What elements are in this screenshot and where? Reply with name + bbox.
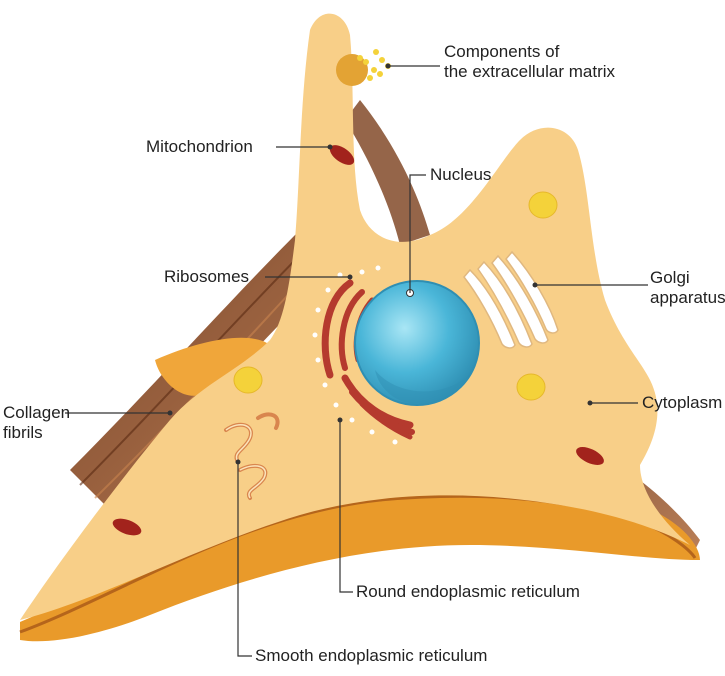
label-golgi-line2: apparatus — [650, 288, 725, 308]
label-extracellular-matrix-line2: the extracellular matrix — [444, 62, 615, 82]
label-golgi-line1: Golgi — [650, 268, 725, 288]
label-cytoplasm: Cytoplasm — [642, 393, 722, 413]
label-nucleus: Nucleus — [430, 165, 491, 185]
label-extracellular-matrix-line1: Components of — [444, 42, 615, 62]
nucleus — [355, 281, 479, 405]
label-collagen: Collagen fibrils — [3, 403, 70, 443]
label-ribosomes: Ribosomes — [164, 267, 249, 287]
label-golgi: Golgi apparatus — [650, 268, 725, 308]
label-smooth-er: Smooth endoplasmic reticulum — [255, 646, 487, 666]
label-collagen-line2: fibrils — [3, 423, 70, 443]
label-mitochondrion: Mitochondrion — [146, 137, 253, 157]
label-collagen-line1: Collagen — [3, 403, 70, 423]
label-rough-er: Round endoplasmic reticulum — [356, 582, 580, 602]
label-extracellular-matrix: Components of the extracellular matrix — [444, 42, 615, 82]
